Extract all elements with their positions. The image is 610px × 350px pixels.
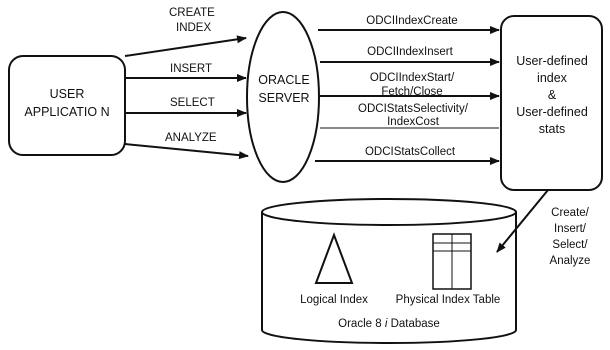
user-defined-label-line1: User-defined [516,54,588,68]
database-access-arrow [496,189,549,253]
analyze-label: ANALYZE [165,132,217,144]
user-defined-label-line4: User-defined [516,105,588,119]
create-index-arrow [124,35,247,57]
odci-selectivity-label-line1: ODCIStatsSelectivity/ [358,103,469,115]
odci-start-label-line1: ODCIIndexStart/ [370,72,455,84]
create-index-label-line1: CREATE [169,7,215,19]
insert-label: INSERT [170,63,212,75]
odci-selectivity-label-line2: IndexCost [387,116,440,128]
db-op-label-line4: Analyze [550,255,591,267]
user-operation-arrows [124,35,249,160]
logical-index-triangle-icon [314,232,354,284]
user-operation-labels: CREATE INDEX INSERT SELECT ANALYZE [165,7,217,144]
physical-index-table-grid-icon [432,233,472,290]
user-defined-label-line5: stats [539,122,565,136]
db-op-label-line2: Insert/ [554,223,587,235]
odci-call-arrows [315,26,500,165]
user-defined-label-line3: & [548,88,557,102]
odci-call-labels: ODCIIndexCreate ODCIIndexInsert ODCIInde… [358,15,469,158]
physical-index-table: Physical Index Table [396,233,501,306]
odci-insert-label: ODCIIndexInsert [367,46,453,58]
odci-create-label: ODCIIndexCreate [366,15,457,27]
db-op-label-line1: Create/ [551,207,590,219]
physical-index-table-label: Physical Index Table [396,294,501,306]
user-defined-box: User-defined index & User-defined stats [500,15,603,191]
analyze-arrow [124,143,249,160]
database-name-label: Oracle 8 i Database [338,318,440,330]
oracle-server-node: ORACLE SERVER [246,11,320,183]
user-application-label-line2: APPLICATIO N [24,105,109,119]
oracle-server-label-line2: SERVER [258,91,309,105]
user-application-box: USER APPLICATIO N [8,55,126,156]
odci-collect-label: ODCIStatsCollect [365,146,456,158]
select-label: SELECT [170,97,215,109]
odci-start-label-line2: Fetch/Close [381,86,442,98]
logical-index-label: Logical Index [300,294,368,306]
user-application-label-line1: USER [50,87,85,101]
logical-index: Logical Index [300,232,368,306]
database-operation-labels: Create/ Insert/ Select/ Analyze [550,207,591,267]
user-defined-label-line2: index [537,71,568,85]
db-op-label-line3: Select/ [552,239,588,251]
oracle-server-label-line1: ORACLE [258,73,309,87]
create-index-label-line2: INDEX [176,22,211,34]
